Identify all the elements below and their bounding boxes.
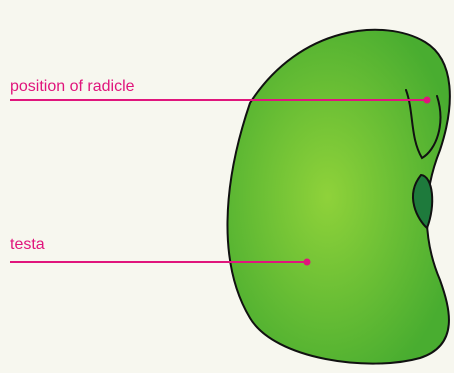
testa-label: testa bbox=[10, 236, 45, 254]
radicle-pointer-dot bbox=[424, 97, 431, 104]
radicle-label: position of radicle bbox=[10, 78, 135, 96]
testa-pointer-dot bbox=[304, 259, 311, 266]
